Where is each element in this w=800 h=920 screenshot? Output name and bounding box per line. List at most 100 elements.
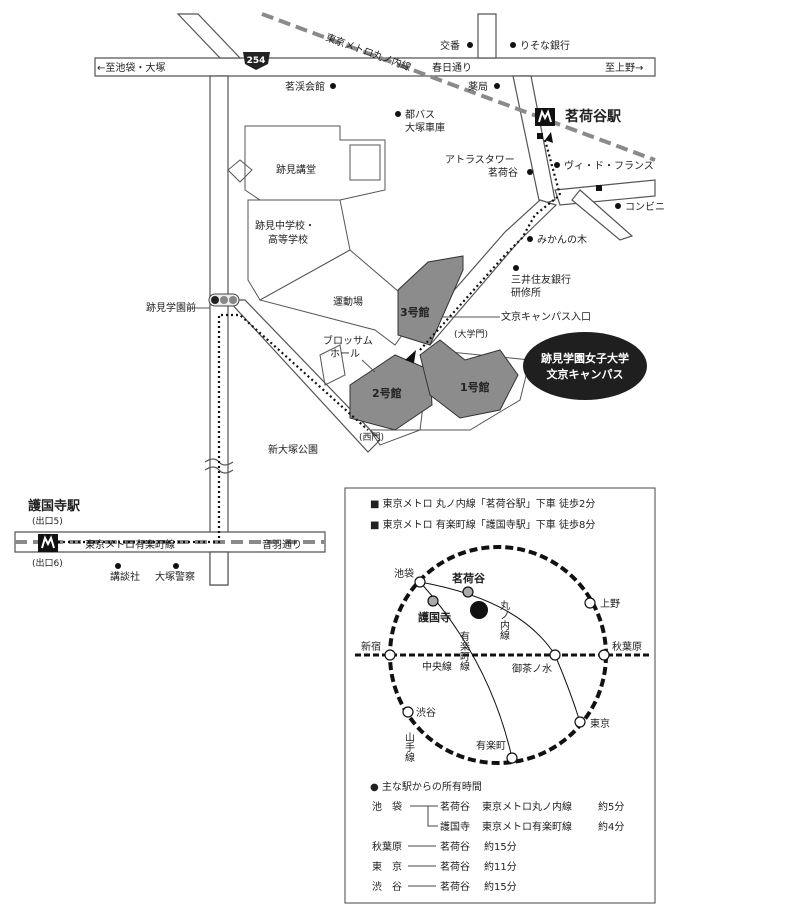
building-1: [419, 339, 519, 419]
time-from: 渋 谷: [372, 880, 402, 893]
badge-title: 跡見学園女子大学: [541, 351, 629, 365]
station-exit-marker: [537, 133, 543, 139]
time-from: 東 京: [372, 860, 402, 873]
road-southeast: [571, 189, 634, 241]
arrow-ikebukuro: ←至池袋・大塚: [97, 61, 165, 74]
metro-icon: [38, 534, 58, 552]
station-exit-marker: [596, 185, 602, 191]
blossom-label-2: ホール: [330, 348, 360, 360]
route-number: 254: [247, 56, 266, 66]
kenkei-label: 茗渓会館: [285, 80, 325, 93]
time-mins: 約15分: [484, 840, 517, 853]
access-line-1: ■ 東京メトロ 丸ノ内線「茗荷谷駅」下車 徒歩2分: [370, 497, 595, 510]
school-label-2: 高等学校: [268, 233, 308, 246]
line-maru: 丸ノ内線: [498, 599, 510, 640]
st-ikebukuro: 池袋: [394, 567, 414, 580]
line-yamanote: 山手線: [403, 732, 415, 762]
marunouchi-line: [261, 12, 656, 162]
building-1-label: 1号館: [460, 380, 490, 394]
time-via: 茗荷谷: [440, 841, 470, 853]
time-via: 護国寺: [440, 820, 470, 833]
st-gokokuji: 護国寺: [418, 610, 451, 624]
route-arrow-1: [405, 350, 416, 363]
time-mins: 約5分: [598, 800, 624, 813]
kodansha-label: 講談社: [110, 570, 140, 583]
entrance-label: 文京キャンパス入口: [501, 310, 591, 323]
time-mins: 約4分: [598, 820, 624, 833]
ground-label: 運動場: [333, 295, 363, 308]
st-ochanomizu: 御茶ノ水: [512, 662, 552, 675]
map-labels: ←至池袋・大塚 至上野→ 春日通り 東京メトロ丸ノ内線 交番 りそな銀行 茗渓会…: [97, 31, 665, 456]
metro-icon: [535, 108, 555, 126]
gokokuji-station-label: 護国寺駅: [28, 498, 81, 514]
police-label: 大塚警察: [155, 570, 195, 583]
smbc-label-2: 研修所: [511, 286, 541, 299]
road-vertical-west: [209, 75, 229, 586]
badge-subtitle: 文京キャンパス: [547, 367, 624, 381]
building-2-label: 2号館: [372, 386, 402, 400]
buildings: [349, 255, 519, 431]
signal-label: 跡見学園前: [146, 301, 196, 314]
myogadani-station-label: 茗荷谷駅: [565, 108, 622, 125]
kasuga-dori: [94, 57, 656, 77]
st-myogadani: 茗荷谷: [452, 571, 486, 585]
time-line: 東京メトロ丸ノ内線: [482, 800, 572, 813]
atlas-label-1: アトラスタワー: [445, 154, 515, 166]
otowa-label: 音羽通り: [262, 538, 302, 551]
route-from-gokokuji: [48, 313, 369, 544]
koban-label: 交番: [440, 39, 460, 52]
main-gate-label: (大学門): [454, 328, 488, 340]
route-from-myogadani: [419, 139, 562, 351]
exit-5-label: (出口5): [32, 515, 63, 527]
atlas-label-2: 茗荷谷: [488, 167, 518, 179]
road-north: [477, 13, 497, 59]
campus-badge: 跡見学園女子大学 文京キャンパス: [523, 332, 647, 400]
time-from: 秋葉原: [372, 840, 402, 853]
road-southwest-diagonal: [226, 299, 381, 453]
building-3-label: 3号館: [400, 305, 430, 319]
time-via: 茗荷谷: [440, 881, 470, 893]
access-line-2: ■ 東京メトロ 有楽町線「護国寺駅」下車 徒歩8分: [370, 518, 595, 531]
smbc-label-1: 三井住友銀行: [511, 273, 571, 286]
st-shibuya: 渋谷: [416, 706, 436, 719]
yakkyoku-label: 薬局: [468, 81, 488, 93]
times-title: ● 主な駅からの所有時間: [370, 780, 482, 793]
yurakucho-label: 東京メトロ有楽町線: [85, 538, 175, 551]
school-label-1: 跡見中学校・: [255, 219, 315, 232]
campus-mini-marker: [470, 601, 488, 619]
line-chuo: 中央線: [422, 660, 452, 673]
blossom-label-1: ブロッサム: [323, 334, 373, 347]
conveni-label: コンビニ: [625, 201, 665, 213]
time-mins: 約15分: [484, 880, 517, 893]
traffic-signal-icon: [208, 293, 240, 307]
road-south: [209, 551, 229, 586]
block-outlines: [227, 125, 531, 446]
exit-6-label: (出口6): [32, 557, 63, 569]
west-gate-label: (西門): [359, 432, 384, 443]
arrow-ueno: 至上野→: [605, 62, 643, 74]
time-from: 池 袋: [372, 800, 402, 813]
road-northwest: [176, 13, 242, 59]
access-panel: ■ 東京メトロ 丸ノ内線「茗荷谷駅」下車 徒歩2分 ■ 東京メトロ 有楽町線「護…: [344, 487, 656, 904]
bus-depot-label-1: 都バス: [405, 109, 435, 121]
time-mins: 約11分: [484, 860, 517, 873]
st-shinjuku: 新宿: [361, 640, 381, 653]
road-myogadani: [512, 75, 556, 206]
line-yura: 有楽町線: [458, 630, 470, 671]
building-2: [349, 354, 433, 431]
building-3: [397, 255, 464, 346]
kodo-label: 跡見講堂: [276, 163, 316, 176]
park-label: 新大塚公園: [268, 443, 318, 456]
route-arrow-2: [545, 132, 553, 143]
st-ueno: 上野: [600, 598, 620, 610]
time-via: 茗荷谷: [440, 801, 470, 813]
vie-label: ヴィ・ド・フランス: [564, 159, 654, 172]
st-yurakucho: 有楽町: [476, 739, 506, 752]
times-table: 池 袋 茗荷谷 東京メトロ丸ノ内線 約5分 護国寺 東京メトロ有楽町線 約4分 …: [372, 800, 624, 893]
mikan-label: みかんの木: [537, 234, 587, 246]
time-line: 東京メトロ有楽町線: [482, 820, 572, 833]
resona-label: りそな銀行: [520, 39, 570, 52]
route-shield-icon: 254: [243, 52, 270, 70]
kasuga-label: 春日通り: [432, 62, 472, 74]
